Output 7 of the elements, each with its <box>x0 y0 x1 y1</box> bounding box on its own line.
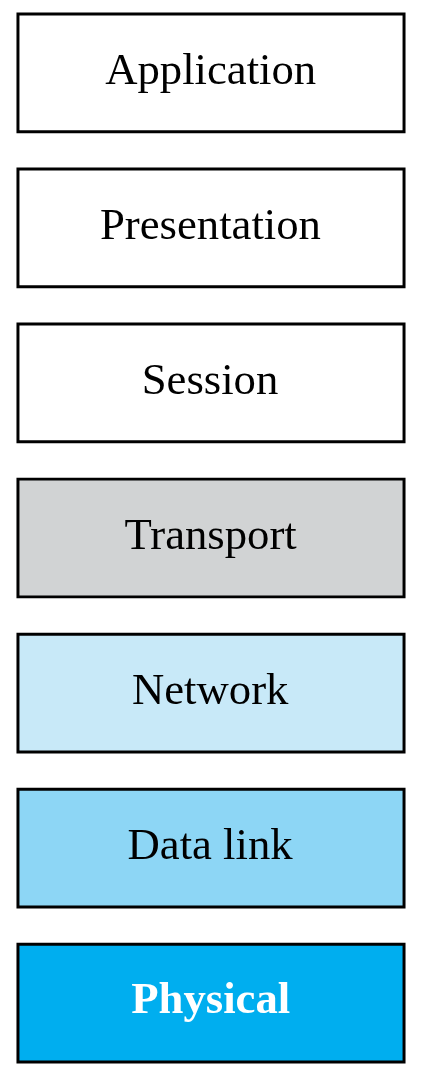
node-box: Physical <box>15 942 406 1064</box>
node-box: Application <box>15 12 406 134</box>
node-box: Data link <box>15 787 406 909</box>
node-box: Network <box>15 632 406 754</box>
node-box: Presentation <box>15 167 406 289</box>
node-box: Transport <box>15 477 406 599</box>
node-box: Session <box>15 322 406 444</box>
